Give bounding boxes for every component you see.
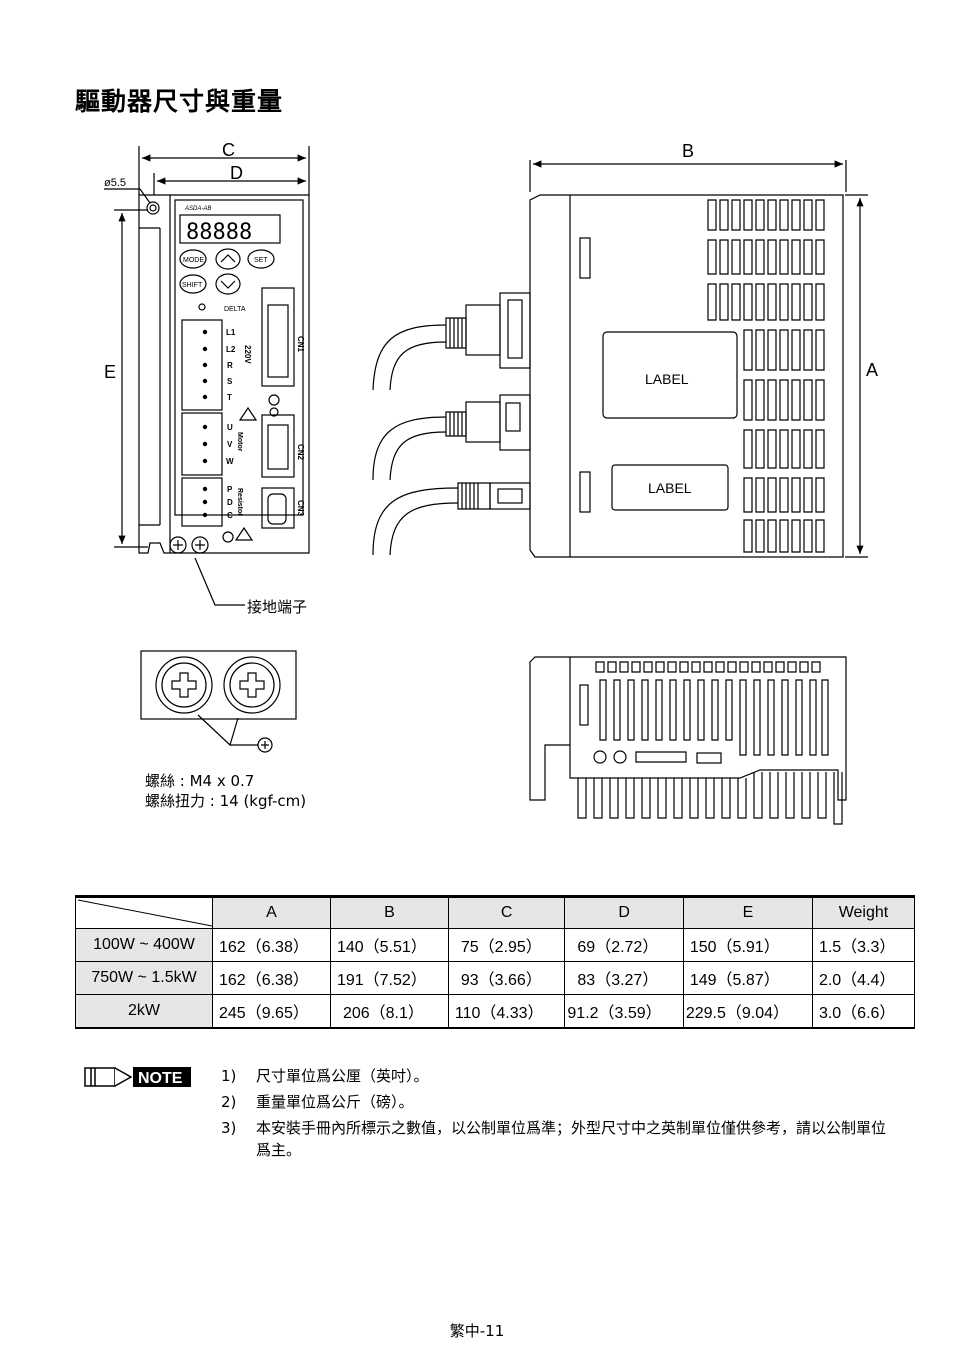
svg-text:S: S [227, 377, 233, 386]
svg-text:V: V [227, 440, 233, 449]
row-label: 2kW [75, 994, 213, 1029]
svg-text:D: D [227, 498, 233, 507]
list-item: 1) 尺寸單位爲公厘（英吋）。 [221, 1067, 429, 1085]
svg-text:W: W [226, 457, 234, 466]
top-view [529, 656, 847, 825]
dim-c-label: C [222, 140, 235, 160]
dim-e-label: E [104, 362, 116, 382]
table-cell: 140（5.51） [329, 928, 449, 962]
table-cell: 69（2.72） [564, 928, 684, 962]
svg-text:Resistor: Resistor [236, 488, 243, 516]
screw-torque: 螺絲扭力 : 14 (kgf-cm) [145, 792, 307, 810]
table-cell: 83（3.27） [564, 961, 684, 995]
col-header-b: B [329, 895, 449, 929]
svg-text:L2: L2 [226, 345, 236, 354]
note-badge: NOTE [83, 1065, 193, 1093]
row-label: 750W ~ 1.5kW [75, 961, 213, 995]
table-cell: 2.0（4.4） [811, 961, 916, 995]
page-title: 驅動器尺寸與重量 [75, 87, 284, 116]
svg-text:CN2: CN2 [296, 444, 305, 461]
col-header-d: D [564, 895, 684, 929]
svg-text:CN1: CN1 [296, 336, 305, 353]
screw-detail [140, 650, 297, 753]
table-cell: 150（5.91） [682, 928, 813, 962]
page-number: 繁中-11 [449, 1322, 505, 1340]
table-row: 100W ~ 400W 162（6.38） 140（5.51） 75（2.95）… [75, 928, 916, 962]
front-view: C D ø5.5 E 88888 ASDA- [104, 140, 310, 616]
col-header-a: A [212, 895, 331, 929]
svg-text:SHIFT: SHIFT [182, 282, 203, 289]
table-cell: 162（6.38） [212, 928, 331, 962]
table-cell: 110（4.33） [447, 994, 566, 1029]
ground-terminal-label: 接地端子 [247, 599, 307, 616]
col-header-c: C [447, 895, 566, 929]
table-cell: 1.5（3.3） [811, 928, 916, 962]
table-cell: 229.5（9.04） [682, 994, 813, 1029]
table-cell: 245（9.65） [212, 994, 331, 1029]
table-row: 2kW 245（9.65） 206（8.1） 110（4.33） 91.2（3.… [75, 994, 916, 1029]
hole-label: ø5.5 [104, 177, 126, 189]
notes-list: 1) 尺寸單位爲公厘（英吋）。 2) 重量單位爲公斤（磅）。 3) 本安裝手冊內… [221, 1063, 894, 1161]
list-item: 2) 重量單位爲公斤（磅）。 [221, 1093, 414, 1111]
col-header-e: E [682, 895, 813, 929]
table-cell: 162（6.38） [212, 961, 331, 995]
svg-text:MODE: MODE [183, 257, 204, 264]
svg-text:Motor: Motor [236, 432, 243, 452]
table-cell: 149（5.87） [682, 961, 813, 995]
row-label: 100W ~ 400W [75, 928, 213, 962]
side-label-1: LABEL [645, 371, 689, 387]
svg-text:P: P [227, 485, 233, 494]
dim-d-label: D [230, 163, 243, 183]
up-button [215, 248, 241, 270]
note-badge-text: NOTE [138, 1070, 183, 1087]
col-header-weight: Weight [811, 895, 916, 929]
screw-spec: 螺絲 : M4 x 0.7 [145, 772, 255, 790]
side-view: B A LABEL LABEL [372, 141, 878, 558]
svg-text:CN3: CN3 [296, 500, 305, 517]
svg-text:R: R [227, 361, 233, 370]
side-label-2: LABEL [648, 480, 692, 496]
dimension-table: A B C D E Weight 100W ~ 400W 162（6.38） 1… [75, 895, 916, 1029]
svg-text:U: U [227, 423, 233, 432]
brand-logo: DELTA [224, 306, 246, 313]
table-corner-cell [75, 895, 213, 929]
mode-button [179, 249, 207, 269]
shift-button [179, 274, 207, 294]
dim-b-label: B [682, 141, 694, 161]
table-cell: 93（3.66） [447, 961, 566, 995]
table-cell: 3.0（6.6） [811, 994, 916, 1029]
svg-text:220V: 220V [243, 345, 252, 364]
model-label: ASDA-AB [184, 206, 211, 212]
led-display: 88888 [186, 220, 252, 245]
svg-text:T: T [227, 393, 232, 402]
diagonal-line [77, 899, 213, 927]
note-icon: NOTE [84, 1067, 191, 1087]
svg-text:C: C [227, 511, 233, 520]
table-cell: 206（8.1） [329, 994, 449, 1029]
svg-text:SET: SET [254, 257, 268, 264]
svg-text:L1: L1 [226, 328, 236, 337]
table-row: 750W ~ 1.5kW 162（6.38） 191（7.52） 93（3.66… [75, 961, 916, 995]
dim-a-label: A [866, 360, 878, 380]
table-cell: 91.2（3.59） [564, 994, 684, 1029]
dimension-drawing: C D ø5.5 E 88888 ASDA- [104, 140, 878, 825]
set-button [247, 249, 275, 269]
list-item: 3) 本安裝手冊內所標示之數值，以公制單位爲準；外型尺寸中之英制單位僅供參考，請… [221, 1119, 887, 1159]
table-cell: 75（2.95） [447, 928, 566, 962]
table-cell: 191（7.52） [329, 961, 449, 995]
down-button [215, 273, 241, 295]
